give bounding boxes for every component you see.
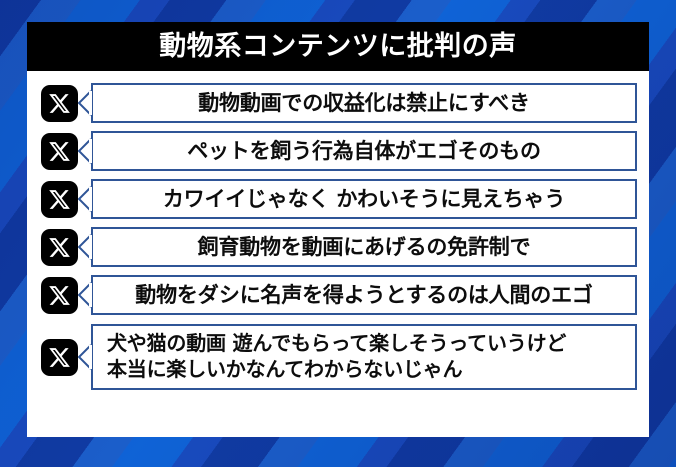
post-text: 犬や猫の動画 遊んでもらって楽しそうっていうけど 本当に楽しいかなんてわからない… — [107, 331, 566, 382]
speech-bubble-tail-icon — [78, 90, 92, 116]
speech-bubble-wrap: 犬や猫の動画 遊んでもらって楽しそうっていうけど 本当に楽しいかなんてわからない… — [78, 324, 637, 390]
post-text: 動物をダシに名声を得ようとするのは人間のエゴ — [135, 282, 593, 307]
post-text-line-2: 本当に楽しいかなんてわからないじゃん — [107, 357, 463, 381]
post-bubble: ペットを飼う行為自体がエゴそのもの — [91, 131, 637, 171]
x-logo-icon — [41, 228, 78, 266]
content-card: 動物系コンテンツに批判の声 — [27, 22, 649, 437]
post-bubble: 動物をダシに名声を得ようとするのは人間のエゴ — [91, 275, 637, 315]
title-bar: 動物系コンテンツに批判の声 — [27, 22, 649, 71]
speech-bubble-wrap: 飼育動物を動画にあげるの免許制で — [78, 227, 637, 267]
post-text: カワイイじゃなく かわいそうに見えちゃう — [162, 186, 566, 211]
page-title: 動物系コンテンツに批判の声 — [159, 31, 517, 62]
speech-bubble-wrap: カワイイじゃなく かわいそうに見えちゃう — [78, 179, 637, 219]
post-list: 動物動画での収益化は禁止にすべき — [27, 71, 649, 437]
post-bubble: 飼育動物を動画にあげるの免許制で — [91, 227, 637, 267]
post-bubble: 動物動画での収益化は禁止にすべき — [91, 83, 637, 123]
post-bubble: 犬や猫の動画 遊んでもらって楽しそうっていうけど 本当に楽しいかなんてわからない… — [91, 324, 637, 390]
x-logo-icon — [41, 180, 78, 218]
post-bubble: カワイイじゃなく かわいそうに見えちゃう — [91, 179, 637, 219]
x-logo-icon — [41, 132, 78, 170]
x-logo-icon — [41, 84, 78, 122]
speech-bubble-wrap: 動物をダシに名声を得ようとするのは人間のエゴ — [78, 275, 637, 315]
list-item: 犬や猫の動画 遊んでもらって楽しそうっていうけど 本当に楽しいかなんてわからない… — [41, 321, 637, 393]
speech-bubble-tail-icon — [78, 234, 92, 260]
speech-bubble-wrap: ペットを飼う行為自体がエゴそのもの — [78, 131, 637, 171]
speech-bubble-tail-icon — [78, 138, 92, 164]
list-item: カワイイじゃなく かわいそうに見えちゃう — [41, 177, 637, 221]
post-text-line-1: 犬や猫の動画 遊んでもらって楽しそうっていうけど — [107, 331, 567, 356]
post-text: ペットを飼う行為自体がエゴそのもの — [187, 138, 541, 163]
x-logo-icon — [41, 276, 78, 314]
post-text: 動物動画での収益化は禁止にすべき — [198, 90, 530, 115]
list-item: 動物をダシに名声を得ようとするのは人間のエゴ — [41, 273, 637, 317]
list-item: ペットを飼う行為自体がエゴそのもの — [41, 129, 637, 173]
speech-bubble-tail-icon — [78, 186, 92, 212]
speech-bubble-tail-icon — [78, 344, 92, 370]
list-item: 動物動画での収益化は禁止にすべき — [41, 81, 637, 125]
post-text: 飼育動物を動画にあげるの免許制で — [197, 234, 531, 259]
speech-bubble-tail-icon — [78, 282, 92, 308]
x-logo-icon — [41, 338, 78, 376]
speech-bubble-wrap: 動物動画での収益化は禁止にすべき — [78, 83, 637, 123]
list-item: 飼育動物を動画にあげるの免許制で — [41, 225, 637, 269]
